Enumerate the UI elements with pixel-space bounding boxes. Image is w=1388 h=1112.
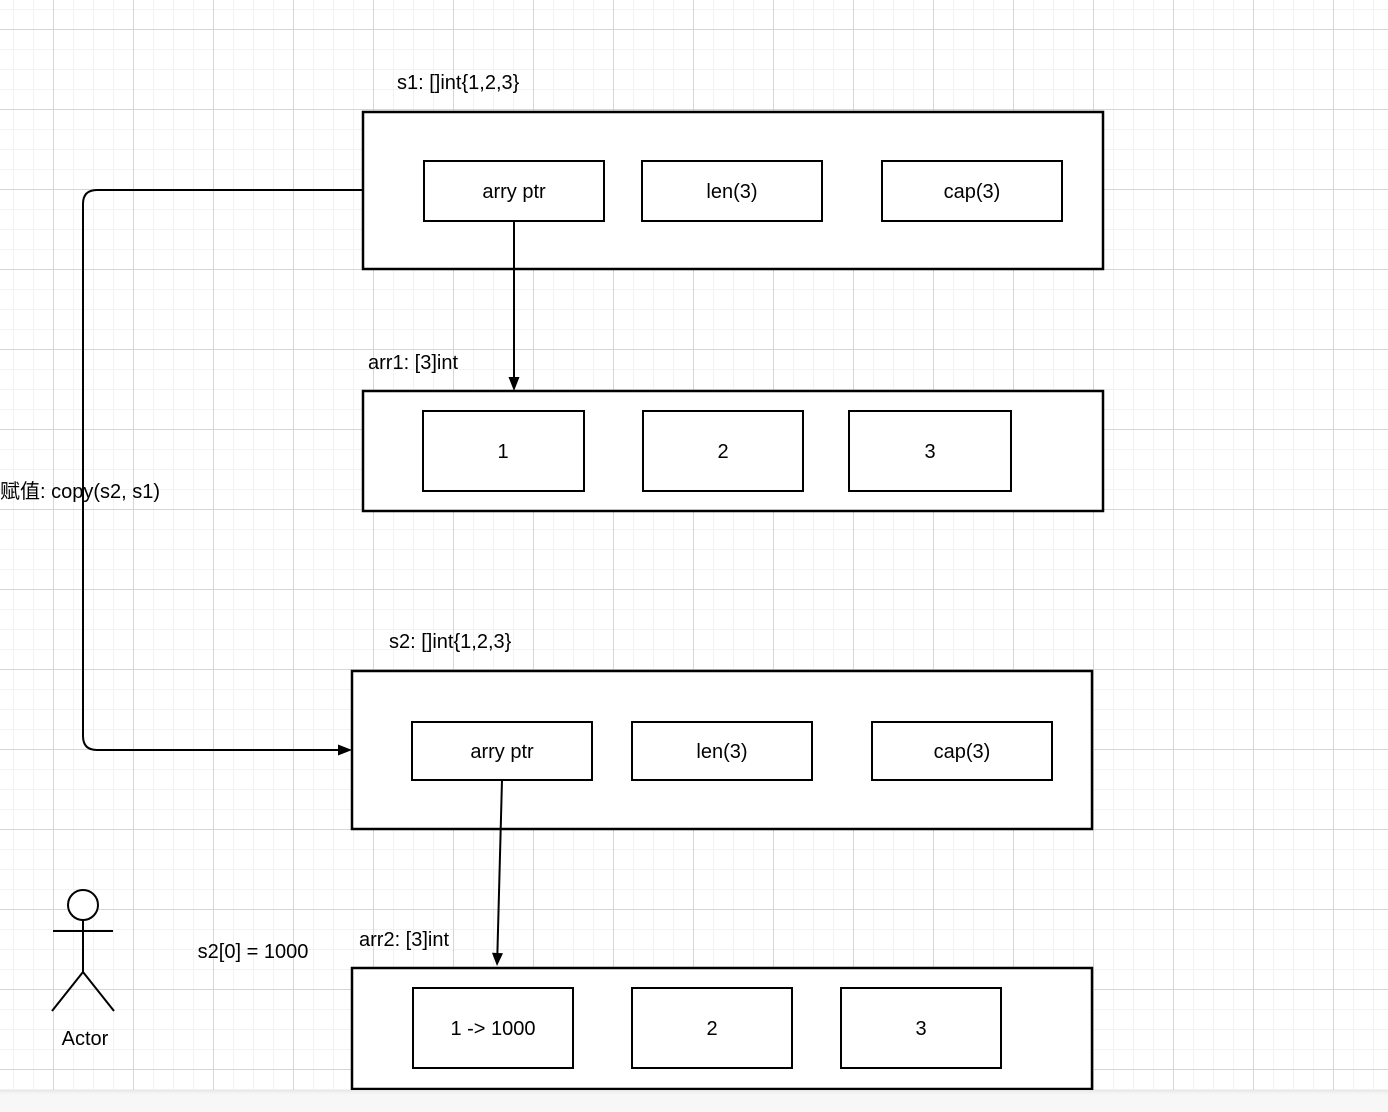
arr1-cell0-label: 1 xyxy=(497,441,508,463)
s1-to-arr1-arrow[interactable] xyxy=(508,221,520,391)
s1-title: s1: []int{1,2,3} xyxy=(397,72,520,94)
s1-to-arr1-arrowhead-icon xyxy=(508,377,520,391)
actor-left-leg-icon xyxy=(51,971,84,1012)
s1-len-label: len(3) xyxy=(706,181,757,203)
arr2-cell1-label: 2 xyxy=(706,1018,717,1040)
s2-title: s2: []int{1,2,3} xyxy=(389,631,512,653)
s2-slice-node[interactable]: s2: []int{1,2,3} arry ptr len(3) cap(3) xyxy=(350,631,1094,831)
arr1-cell1-label: 2 xyxy=(717,441,728,463)
s1-cap-label: cap(3) xyxy=(944,181,1001,203)
copy-connector[interactable]: 赋值: copy(s2, s1) xyxy=(0,189,363,756)
arr1-title: arr1: [3]int xyxy=(368,352,458,374)
arr2-cell0-label: 1 -> 1000 xyxy=(450,1018,535,1040)
arr2-title: arr2: [3]int xyxy=(359,929,449,951)
actor-label: Actor xyxy=(62,1028,109,1050)
arr1-array-node[interactable]: arr1: [3]int 1 2 3 xyxy=(361,352,1105,513)
s1-len-box[interactable] xyxy=(641,160,823,222)
assignment-label: s2[0] = 1000 xyxy=(198,941,309,963)
s2-arryptr-label: arry ptr xyxy=(470,741,534,763)
s2-len-label: len(3) xyxy=(696,741,747,763)
arr1-cell2-box[interactable] xyxy=(848,410,1012,492)
actor-right-leg-icon xyxy=(82,971,115,1012)
arr1-cell1-box[interactable] xyxy=(642,410,804,492)
s1-slice-node[interactable]: s1: []int{1,2,3} arry ptr len(3) cap(3) xyxy=(361,72,1105,271)
arr2-cell1-box[interactable] xyxy=(631,987,793,1069)
s2-len-box[interactable] xyxy=(631,721,813,781)
s2-cap-box[interactable] xyxy=(871,721,1053,781)
actor-node[interactable]: Actor xyxy=(51,889,115,1050)
copy-annotation-label: 赋值: copy(s2, s1) xyxy=(0,480,160,503)
s2-to-arr2-arrow-line[interactable] xyxy=(496,779,503,954)
arr1-cell0-box[interactable] xyxy=(422,410,585,492)
s2-cap-label: cap(3) xyxy=(934,741,991,763)
arr2-cell2-box[interactable] xyxy=(840,987,1002,1069)
s2-to-arr2-arrow[interactable] xyxy=(492,779,503,966)
s1-arryptr-label: arry ptr xyxy=(482,181,546,203)
arr2-cell0-box[interactable] xyxy=(412,987,574,1069)
s1-arryptr-box[interactable] xyxy=(423,160,605,222)
canvas-bottom-margin xyxy=(0,1090,1388,1112)
copy-connector-line[interactable] xyxy=(82,189,363,751)
arr2-cell2-label: 3 xyxy=(915,1018,926,1040)
arr2-array-node[interactable]: arr2: [3]int 1 -> 1000 2 3 xyxy=(350,929,1094,1090)
copy-connector-arrowhead-icon xyxy=(338,744,352,756)
arr1-cell2-label: 3 xyxy=(924,441,935,463)
s1-cap-box[interactable] xyxy=(881,160,1063,222)
actor-head-icon xyxy=(67,889,99,921)
s2-to-arr2-arrowhead-icon xyxy=(492,952,503,966)
